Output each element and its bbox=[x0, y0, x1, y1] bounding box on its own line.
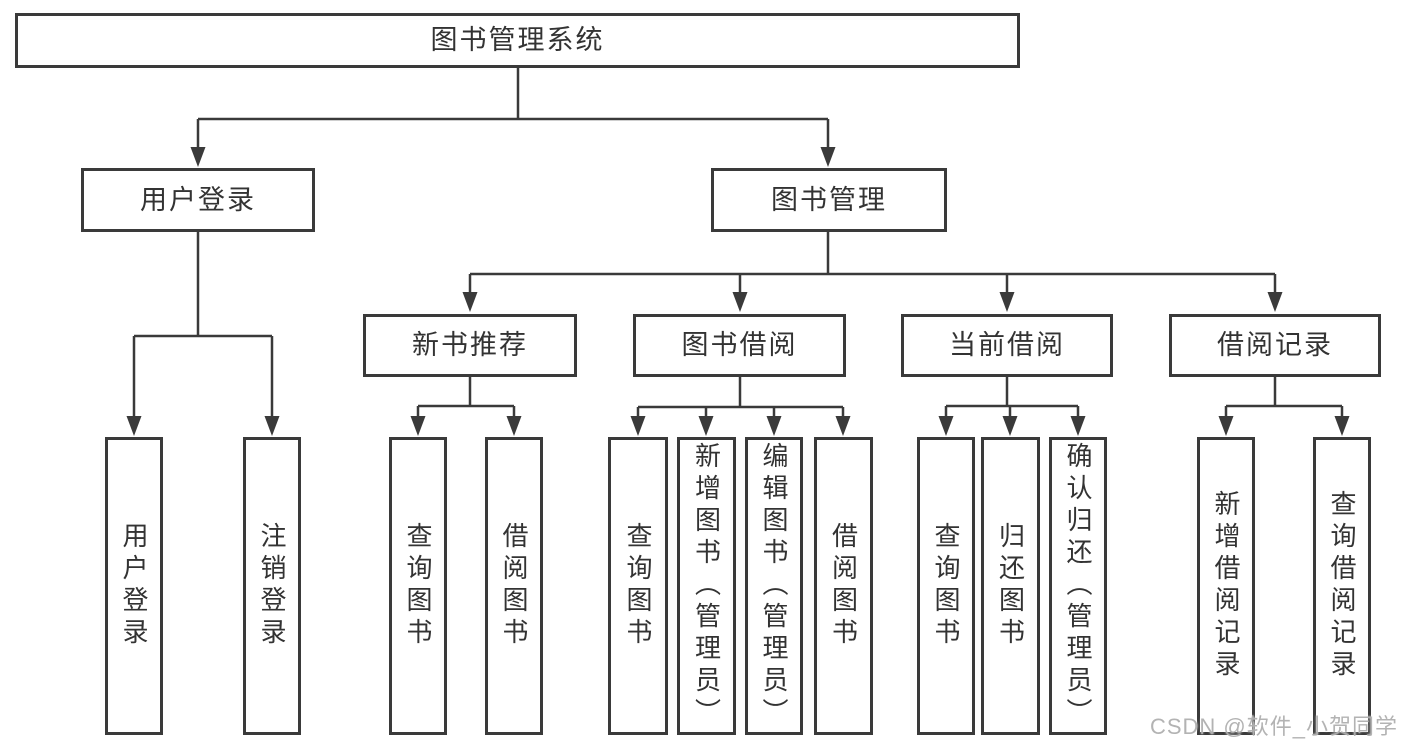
leaf-confirm-return-admin: 确认归还（管理员） bbox=[1049, 437, 1107, 735]
arrowheads bbox=[126, 147, 1350, 436]
leaf-borrow-books-1: 借阅图书 bbox=[485, 437, 543, 735]
node-book-management: 图书管理 bbox=[711, 168, 947, 232]
csdn-watermark: CSDN @软件_小贺同学 bbox=[1149, 714, 1398, 739]
node-current-borrow: 当前借阅 bbox=[901, 314, 1113, 377]
node-book-borrow: 图书借阅 bbox=[633, 314, 846, 377]
leaf-return-books: 归还图书 bbox=[981, 437, 1040, 735]
node-borrow-records: 借阅记录 bbox=[1169, 314, 1381, 377]
leaf-borrow-books-2: 借阅图书 bbox=[814, 437, 873, 735]
leaf-edit-books-admin: 编辑图书（管理员） bbox=[745, 437, 803, 735]
leaf-add-borrow-record: 新增借阅记录 bbox=[1197, 437, 1255, 735]
leaf-logout: 注销登录 bbox=[243, 437, 301, 735]
node-root-system: 图书管理系统 bbox=[15, 13, 1020, 68]
node-user-login: 用户登录 bbox=[81, 168, 315, 232]
leaf-query-books-2: 查询图书 bbox=[608, 437, 668, 735]
node-new-book-recommend: 新书推荐 bbox=[363, 314, 577, 377]
leaf-query-borrow-record: 查询借阅记录 bbox=[1313, 437, 1371, 735]
leaf-add-books-admin: 新增图书（管理员） bbox=[677, 437, 736, 735]
leaf-query-books-3: 查询图书 bbox=[917, 437, 975, 735]
leaf-query-books-1: 查询图书 bbox=[389, 437, 447, 735]
leaf-user-login: 用户登录 bbox=[105, 437, 163, 735]
